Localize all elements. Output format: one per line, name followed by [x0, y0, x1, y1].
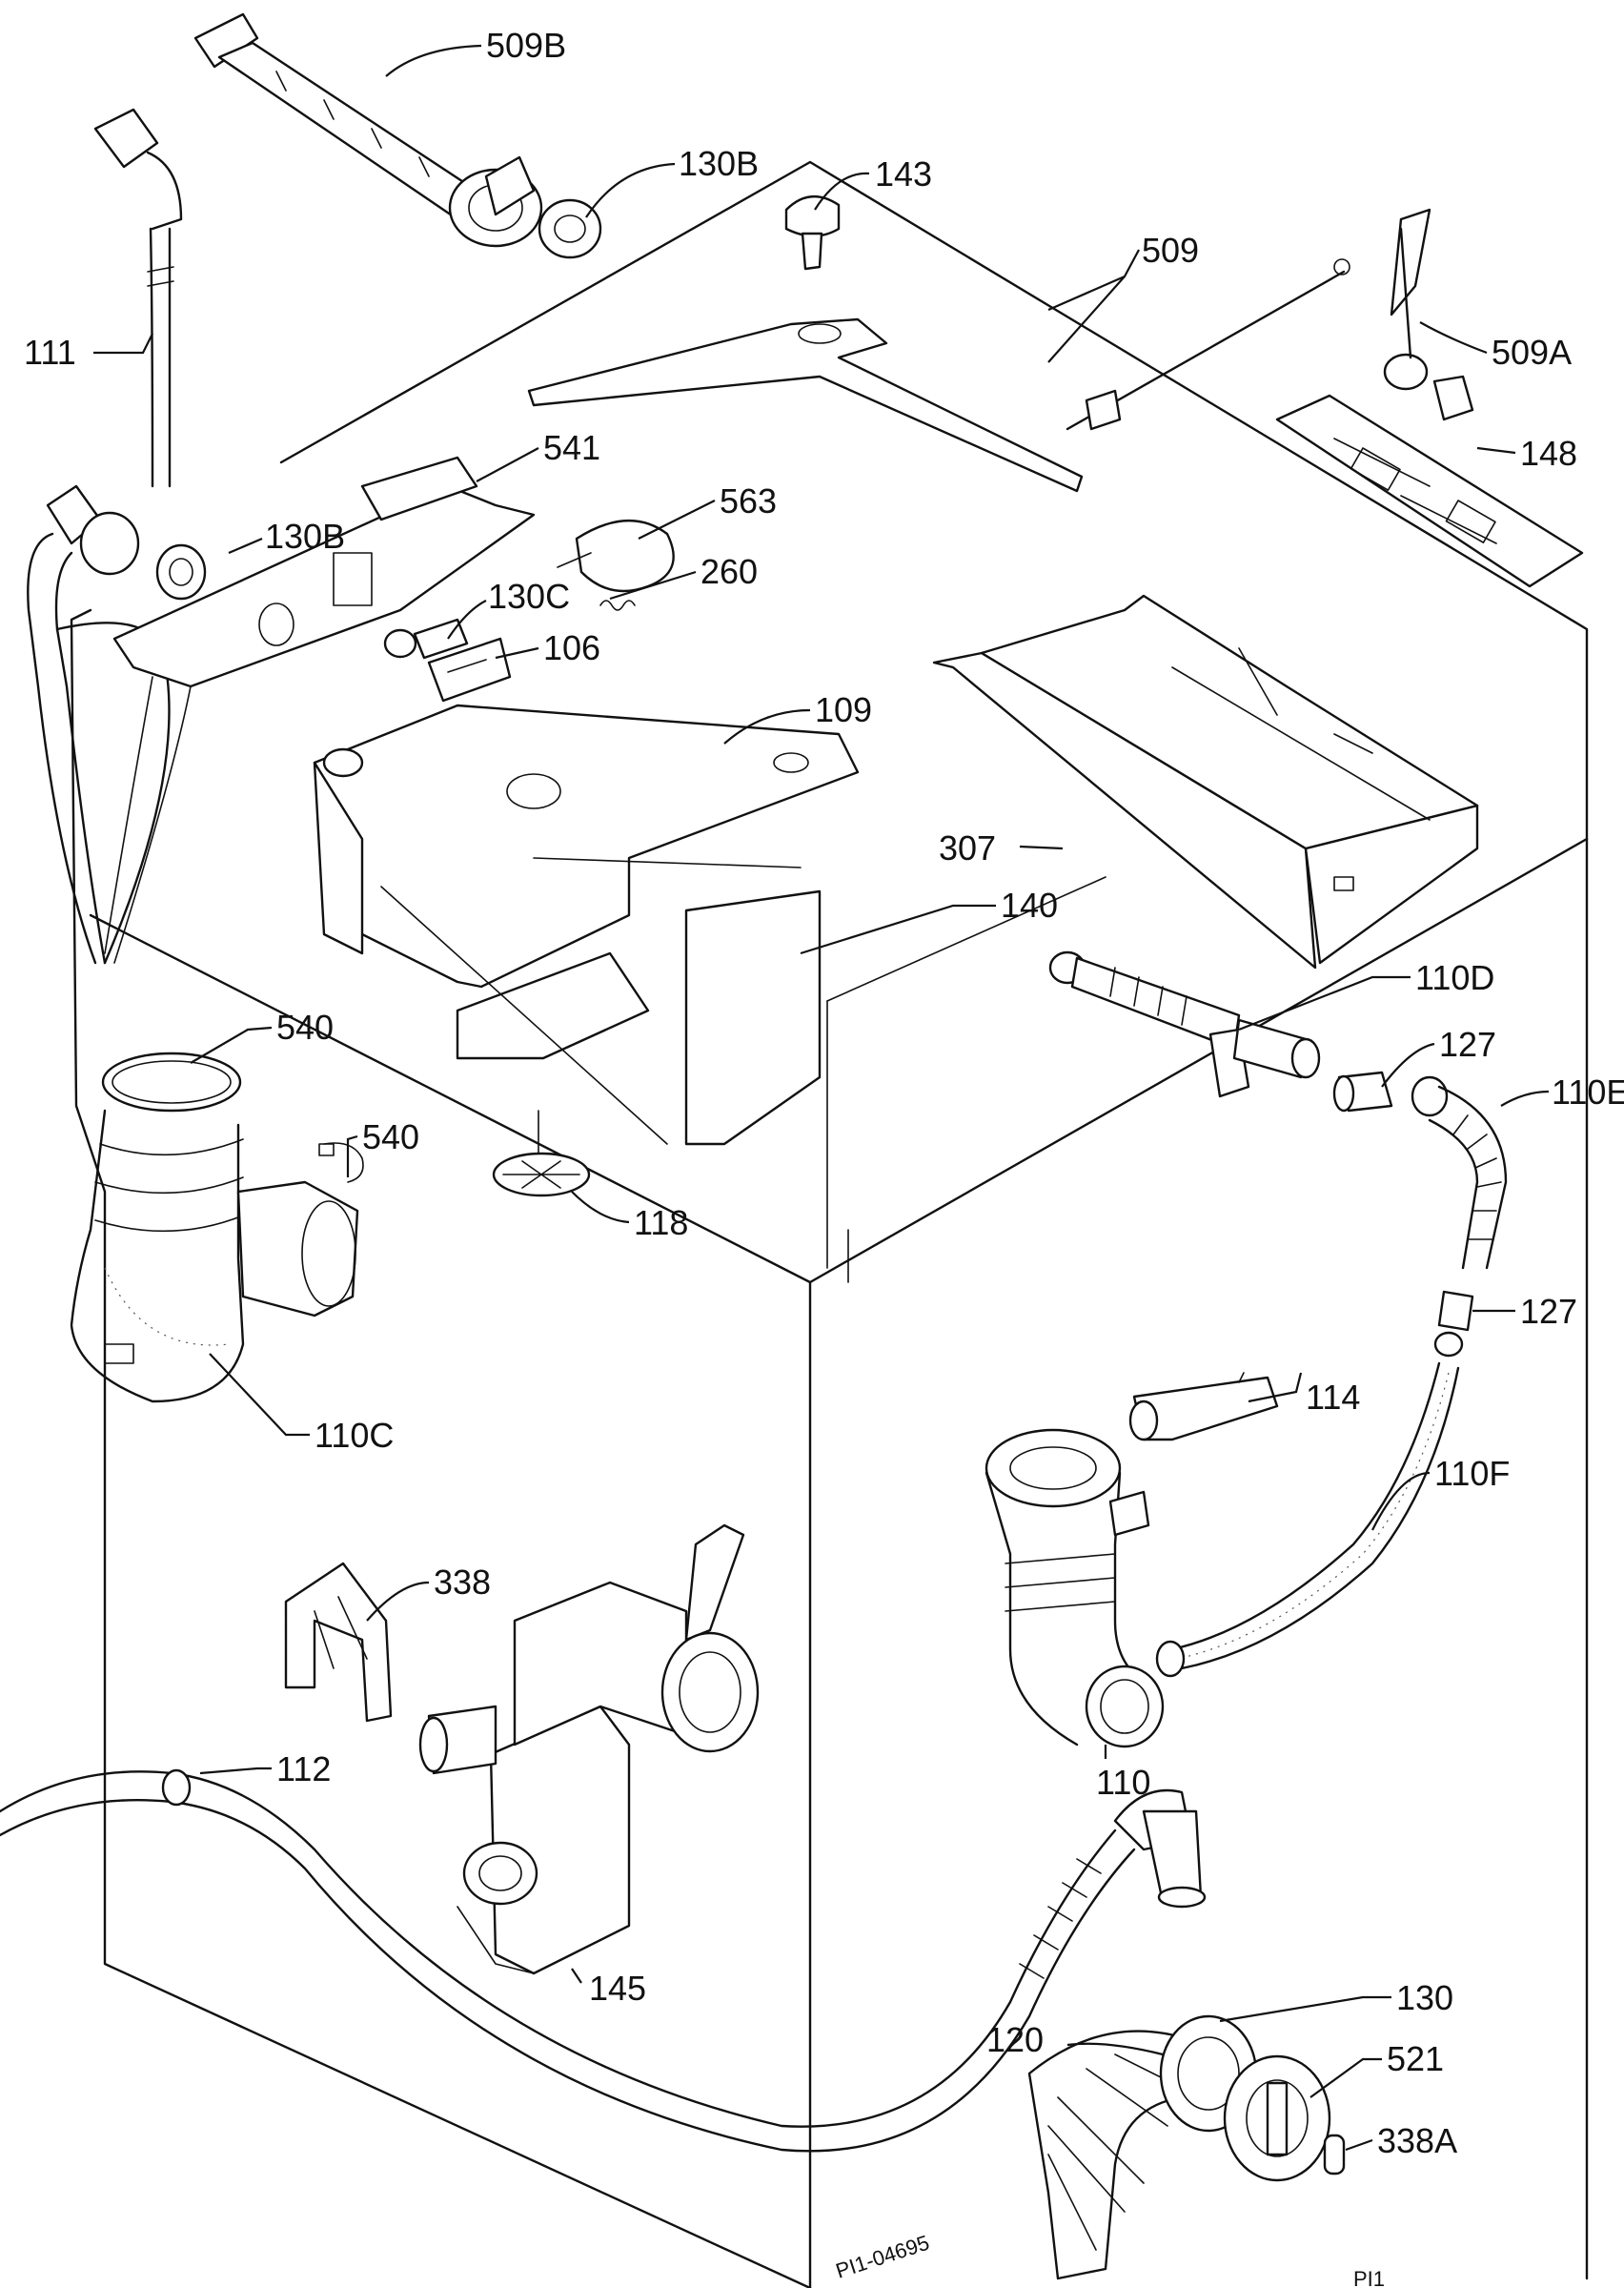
label-110e: 110E [1552, 1072, 1624, 1112]
part-521-cap [1223, 2054, 1331, 2182]
part-540-clamp-a [101, 1052, 242, 1113]
part-563-cover [557, 519, 675, 593]
part-118-wheel [492, 1110, 591, 1197]
label-127a: 127 [1439, 1025, 1496, 1064]
part-127-coupling-b [1437, 1290, 1474, 1332]
label-148: 148 [1520, 434, 1577, 473]
part-130b-washer-top [538, 198, 602, 259]
label-521: 521 [1387, 2039, 1444, 2078]
part-509a-lever [1383, 208, 1474, 421]
label-509a: 509A [1492, 333, 1572, 372]
label-307: 307 [939, 828, 996, 868]
label-110: 110 [1096, 1763, 1150, 1802]
label-110f: 110F [1434, 1454, 1510, 1493]
part-338-clip [284, 1562, 393, 1723]
label-540a: 540 [276, 1008, 334, 1047]
part-109-dispenser-housing [313, 704, 860, 1146]
label-111: 111 [24, 333, 76, 372]
label-drawing-number: PI1-04695 [833, 2231, 932, 2283]
part-127-coupling-a [1332, 1071, 1393, 1113]
label-106: 106 [543, 628, 600, 667]
label-540b: 540 [362, 1117, 419, 1156]
label-541: 541 [543, 428, 600, 467]
label-260: 260 [700, 552, 758, 591]
label-109: 109 [815, 690, 872, 729]
part-509-lever [527, 258, 1350, 493]
part-110f-hose [1155, 1331, 1464, 1678]
label-110c: 110C [315, 1416, 394, 1455]
label-143: 143 [875, 154, 932, 194]
label-127b: 127 [1520, 1292, 1577, 1331]
part-541-bracket [104, 456, 536, 964]
label-130: 130 [1396, 1978, 1453, 2017]
part-130c-connector [383, 618, 469, 660]
part-110c-sump [70, 1109, 359, 1403]
part-111-hose [27, 108, 183, 965]
cabinet-outline [70, 160, 1589, 2288]
label-112: 112 [276, 1749, 331, 1788]
label-118: 118 [634, 1203, 688, 1242]
label-338: 338 [434, 1563, 491, 1602]
part-307-drawer [932, 594, 1479, 970]
label-110d: 110D [1415, 958, 1494, 997]
part-106-clamp [427, 637, 512, 703]
label-114: 114 [1306, 1378, 1360, 1417]
label-140: 140 [1001, 886, 1058, 925]
part-148-frame [1275, 394, 1584, 588]
label-338a: 338A [1377, 2121, 1457, 2160]
part-130b-washer-left [155, 543, 207, 601]
part-143-knob [784, 194, 841, 271]
label-509b: 509B [486, 26, 566, 65]
label-130b-left: 130B [265, 517, 345, 556]
label-sheet: PI1 [1353, 2267, 1385, 2288]
part-145-pump [418, 1523, 760, 1975]
part-540-clamp-b [318, 1142, 364, 1183]
label-145: 145 [589, 1969, 646, 2008]
part-114-bracket [1128, 1372, 1279, 1441]
part-260-spring [599, 600, 636, 611]
part-110e-hose [1411, 1075, 1508, 1270]
label-130c: 130C [488, 577, 570, 616]
part-112-drain-hose [0, 1768, 1207, 2153]
label-509: 509 [1142, 231, 1199, 270]
part-509b-inlet-hose [193, 12, 543, 248]
part-338a-pin [1323, 2134, 1346, 2176]
label-563: 563 [720, 481, 777, 521]
label-130b-top: 130B [679, 144, 759, 183]
part-110d-hose [1048, 950, 1321, 1098]
leader-lines [93, 44, 1550, 2152]
label-120: 120 [986, 2020, 1044, 2059]
part-110-sump-hose [985, 1428, 1165, 1748]
